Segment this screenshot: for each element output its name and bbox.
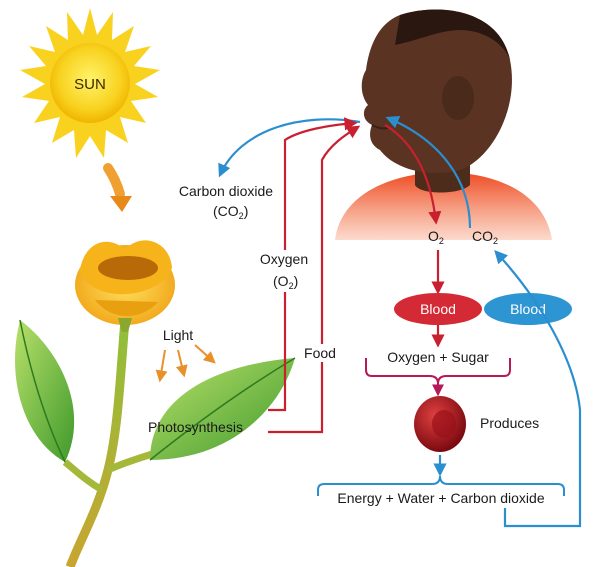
carbon-dioxide-formula: (CO2) [213, 203, 248, 221]
plant-illustration [15, 240, 296, 567]
oxygen-arrow [268, 117, 358, 412]
outputs-bracket [317, 475, 565, 496]
inputs-label: Oxygen + Sugar [387, 349, 489, 365]
outputs-label: Energy + Water + Carbon dioxide [337, 490, 544, 506]
food-arrow [268, 125, 361, 434]
red-blood-cell-icon [414, 396, 466, 452]
photosynthesis-label: Photosynthesis [148, 419, 243, 435]
co2-label: CO2 [472, 228, 498, 246]
blood-red-label: Blood [420, 301, 456, 317]
sun-icon [20, 8, 160, 158]
co2-to-plant-arrow [218, 118, 361, 178]
person-illustration [335, 9, 552, 240]
blood-blue-badge: Blood [484, 293, 572, 325]
produces-label: Produces [480, 415, 539, 431]
light-label: Light [163, 327, 193, 343]
o2-label: O2 [428, 228, 444, 246]
sunlight-arrow [103, 163, 132, 212]
oxygen-formula: (O2) [273, 273, 298, 291]
food-label: Food [304, 345, 336, 361]
inhale-arrow [384, 124, 442, 225]
carbon-dioxide-label: Carbon dioxide [179, 183, 273, 199]
blood-red-badge: Blood [394, 293, 482, 325]
co2-return-arrow [494, 250, 582, 528]
light-arrows [155, 344, 216, 383]
oxygen-label: Oxygen [260, 251, 308, 267]
sun-label: SUN [74, 76, 106, 93]
co2-exhale-arrow [385, 116, 472, 229]
